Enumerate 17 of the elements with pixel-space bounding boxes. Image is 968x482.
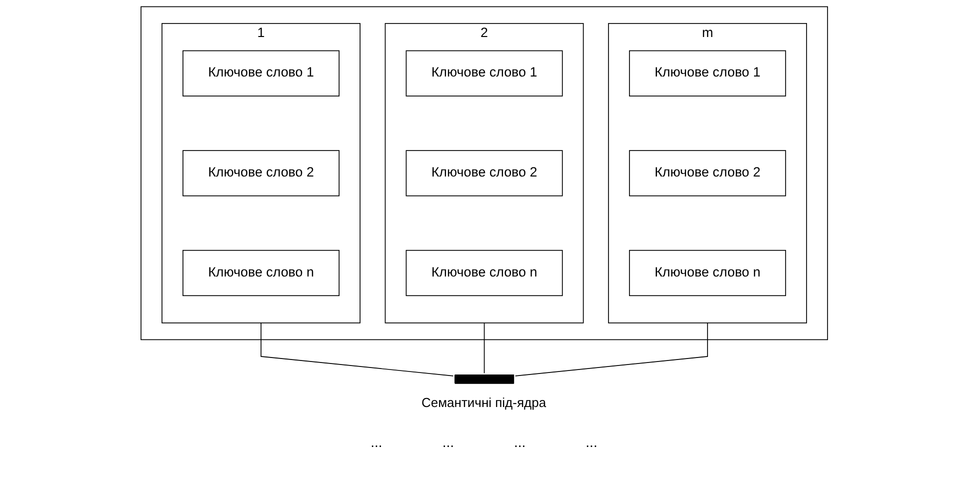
ellipsis-label: ...	[586, 434, 598, 450]
node-box: Ключове слово 2	[182, 150, 340, 196]
node-box: Ключове слово 1	[406, 50, 562, 96]
node-box: Ключове слово 1	[182, 50, 340, 96]
node-box: Ключове слово n	[406, 250, 562, 296]
ellipsis-label: ...	[514, 434, 526, 450]
node-box: Ключове слово n	[182, 250, 340, 296]
node-box: Ключове слово n	[628, 250, 786, 296]
node-box: Ключове слово 2	[628, 150, 786, 196]
node-box: Ключове слово 2	[406, 150, 562, 196]
connector	[260, 322, 454, 376]
connector	[514, 322, 708, 376]
cluster	[140, 6, 828, 340]
node-box: Ключове слово 1	[628, 50, 786, 96]
ellipsis-label: ...	[370, 434, 382, 450]
caption-text: Семантичні під-ядра	[422, 395, 546, 410]
ellipsis-label: ...	[442, 434, 454, 450]
